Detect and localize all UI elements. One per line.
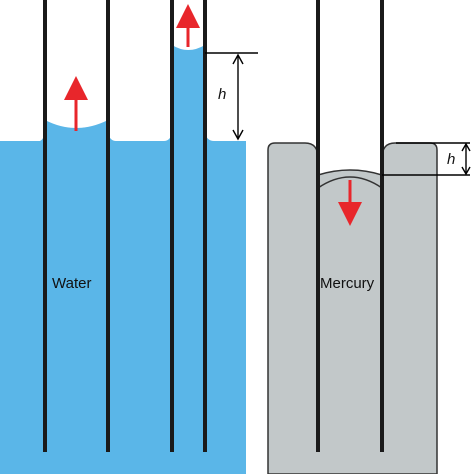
water-surface-middle (108, 133, 172, 141)
water-container: h Water (0, 0, 258, 474)
water-surface-outer-left (0, 133, 45, 141)
mercury-body (267, 142, 438, 474)
water-height-arrowhead-top (232, 53, 244, 65)
water-height-arrowhead-bottom (232, 129, 244, 141)
water-reservoir (0, 141, 246, 474)
mercury-label: Mercury (320, 275, 375, 292)
mercury-height-arrowhead-top (461, 142, 471, 152)
mercury-height-arrowhead-bottom (461, 166, 471, 176)
water-height-label: h (218, 86, 226, 103)
water-surface-outer-right (205, 133, 246, 141)
mercury-container: h Mercury (267, 0, 471, 474)
mercury-height-dimension: h (382, 142, 471, 176)
water-column-narrow-tube (172, 45, 205, 141)
mercury-height-label: h (447, 151, 455, 168)
water-label: Water (52, 275, 91, 292)
mercury-meniscus-tube (317, 176, 383, 189)
water-height-dimension: h (205, 52, 258, 141)
